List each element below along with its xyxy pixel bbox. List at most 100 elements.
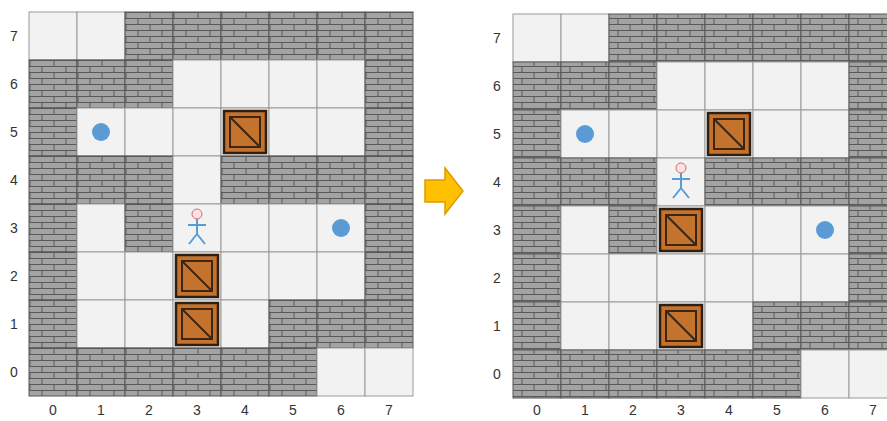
wall-tile: [29, 204, 77, 252]
floor-tile: [269, 60, 317, 108]
wall-tile: [29, 252, 77, 300]
floor-tile: [221, 108, 269, 156]
floor-tile: [561, 110, 609, 158]
floor-tile: [29, 12, 77, 60]
goal-dot: [576, 125, 594, 143]
wall-tile: [125, 12, 173, 60]
floor-tile: [317, 204, 365, 252]
floor-tile: [221, 204, 269, 252]
floor-tile: [173, 108, 221, 156]
wall-tile: [753, 158, 801, 206]
floor-tile: [221, 300, 269, 348]
floor-tile: [801, 254, 849, 302]
floor-tile: [705, 254, 753, 302]
wall-tile: [513, 110, 561, 158]
wall-tile: [221, 12, 269, 60]
wall-tile: [29, 108, 77, 156]
wall-tile: [365, 12, 413, 60]
row-number: 5: [10, 124, 18, 140]
wall-tile: [561, 350, 609, 398]
wall-tile: [77, 60, 125, 108]
wall-tile: [849, 254, 887, 302]
transition-arrow: [425, 168, 463, 214]
row-number: 3: [493, 222, 501, 238]
crate-diagonal: [667, 312, 695, 340]
wall-tile: [657, 14, 705, 62]
floor-tile: [753, 62, 801, 110]
floor-tile: [269, 108, 317, 156]
floor-tile: [77, 252, 125, 300]
wall-tile: [753, 302, 801, 350]
wall-tile: [365, 300, 413, 348]
wall-tile: [609, 158, 657, 206]
floor-tile: [801, 350, 849, 398]
row-number: 1: [10, 316, 18, 332]
wall-tile: [29, 300, 77, 348]
floor-tile: [657, 206, 705, 254]
wall-tile: [849, 158, 887, 206]
row-number: 4: [10, 172, 18, 188]
wall-tile: [849, 110, 887, 158]
floor-tile: [221, 60, 269, 108]
wall-tile: [365, 204, 413, 252]
wall-tile: [125, 348, 173, 396]
player-body: [188, 219, 206, 244]
row-number: 7: [10, 28, 18, 44]
wall-tile: [513, 350, 561, 398]
wall-tile: [269, 348, 317, 396]
wall-tile: [77, 156, 125, 204]
floor-tile: [317, 348, 365, 396]
floor-tile: [77, 108, 125, 156]
crate-inner: [666, 215, 696, 245]
wall-tile: [125, 156, 173, 204]
row-number: 6: [10, 76, 18, 92]
goal-dot: [92, 123, 110, 141]
wall-tile: [317, 300, 365, 348]
wall-tile: [513, 254, 561, 302]
floor-tile: [125, 108, 173, 156]
wall-tile: [317, 12, 365, 60]
wall-tile: [29, 60, 77, 108]
floor-tile: [801, 62, 849, 110]
crate-inner: [182, 261, 212, 291]
floor-tile: [173, 204, 221, 252]
row-number: 7: [493, 30, 501, 46]
row-number: 2: [493, 270, 501, 286]
wall-tile: [561, 62, 609, 110]
floor-tile: [173, 60, 221, 108]
floor-tile: [561, 302, 609, 350]
column-number: 7: [385, 402, 393, 418]
wall-tile: [609, 14, 657, 62]
wall-tile: [753, 350, 801, 398]
column-number: 1: [581, 402, 589, 418]
floor-tile: [561, 14, 609, 62]
floor-tile: [705, 206, 753, 254]
wall-tile: [801, 302, 849, 350]
wall-tile: [801, 158, 849, 206]
floor-tile: [317, 252, 365, 300]
wall-tile: [849, 302, 887, 350]
wall-tile: [365, 156, 413, 204]
floor-tile: [317, 108, 365, 156]
crate: [176, 303, 218, 345]
wall-tile: [173, 348, 221, 396]
wall-tile: [365, 108, 413, 156]
row-number: 0: [493, 366, 501, 382]
floor-tile: [657, 62, 705, 110]
goal-dot: [816, 221, 834, 239]
floor-tile: [173, 156, 221, 204]
column-number: 2: [145, 402, 153, 418]
floor-tile: [269, 204, 317, 252]
wall-tile: [513, 158, 561, 206]
row-number: 5: [493, 126, 501, 142]
wall-tile: [269, 12, 317, 60]
crate-diagonal: [231, 118, 259, 146]
wall-tile: [609, 62, 657, 110]
wall-tile: [609, 206, 657, 254]
crate: [660, 305, 702, 347]
crate-inner: [666, 311, 696, 341]
player-body: [672, 173, 690, 198]
crate-diagonal: [667, 216, 695, 244]
goal-dot: [332, 219, 350, 237]
